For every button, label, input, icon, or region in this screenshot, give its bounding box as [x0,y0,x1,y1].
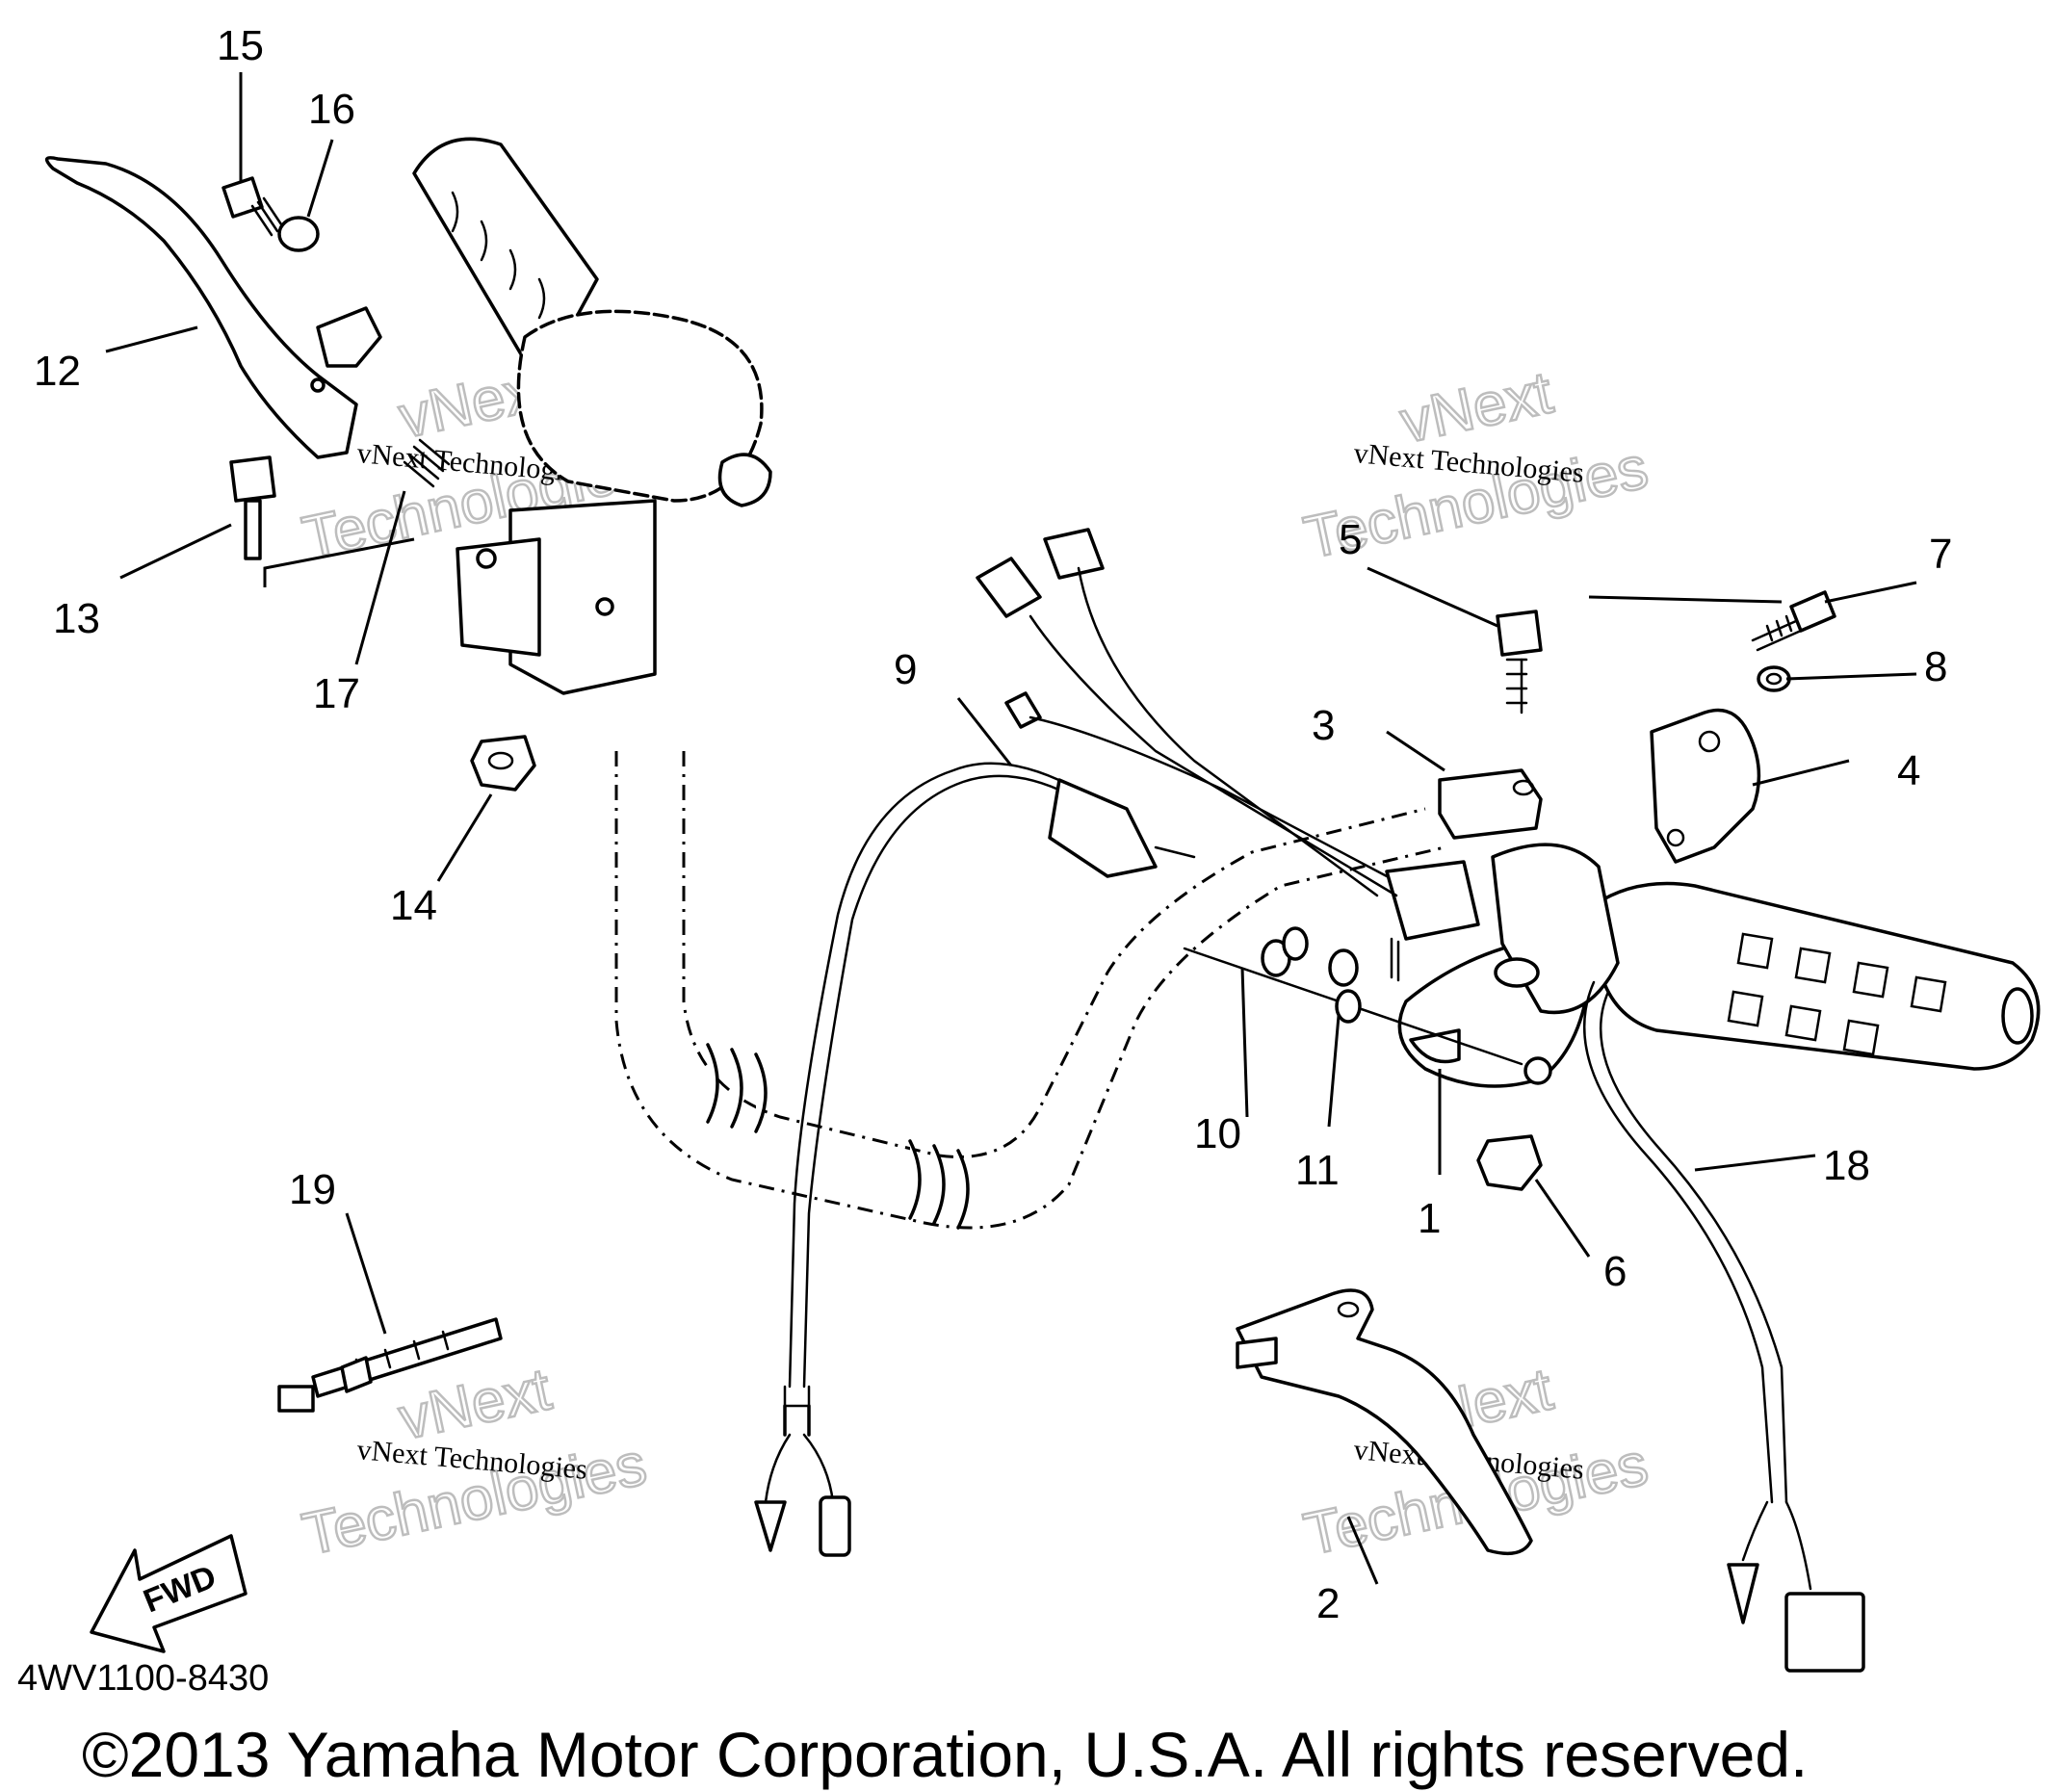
callout-8: 8 [1924,643,1947,690]
switch-3 [1438,768,1543,840]
callout-18: 18 [1823,1142,1870,1189]
callout-12: 12 [34,348,81,395]
callout-7: 7 [1929,531,1952,578]
bolt-13 [229,455,276,560]
screw-7 [1751,590,1836,652]
drawing-code: 4WV1100-8430 [17,1658,269,1699]
left-master-cylinder [456,309,772,695]
handlebar-band-left [706,1043,768,1133]
right-grip [1591,881,2041,1071]
callout-2: 2 [1316,1580,1340,1627]
cable-18 [1582,980,1865,1673]
wire-connectors [976,528,1398,897]
callout-numbers: 15 16 12 13 17 14 9 3 5 7 8 4 10 11 1 6 … [34,22,1952,1627]
callout-11: 11 [1295,1147,1340,1194]
handlebar-band-right [908,1139,970,1230]
nut-6 [1476,1134,1543,1191]
callout-15: 15 [217,22,264,69]
fwd-arrow-icon: FWD [90,1534,247,1653]
callout-6: 6 [1603,1248,1627,1295]
nut-14 [470,735,536,792]
bracket-near-switch [1385,860,1480,982]
cover-4 [1650,708,1761,864]
svg-text:vNext: vNext [1395,359,1558,455]
callout-4: 4 [1897,747,1920,794]
left-lever-12 [44,156,382,459]
callout-14: 14 [390,882,437,929]
cable-9 [754,762,1196,1557]
callout-9: 9 [894,646,917,693]
washer-8 [1757,665,1791,692]
callout-17: 17 [313,670,360,717]
callout-10: 10 [1194,1110,1241,1157]
callout-16: 16 [308,86,355,133]
callout-19: 19 [289,1166,336,1213]
right-lever-2 [1236,1288,1533,1556]
callout-3: 3 [1312,702,1335,749]
copyright-notice: ©2013 Yamaha Motor Corporation, U.S.A. A… [82,1719,1808,1790]
adjuster-11 [1328,948,1362,1024]
throttle-housing-1 [1397,843,1620,1088]
handlebar [614,751,1445,1230]
collar-16 [277,216,320,252]
callout-1: 1 [1418,1195,1441,1242]
cable-tie-19 [277,1317,503,1413]
callout-5: 5 [1339,516,1362,563]
callout-13: 13 [53,595,100,642]
bolt-15 [221,176,285,237]
adjuster-10 [1261,926,1309,977]
leader-lines [105,72,1917,1585]
bolt-5 [1496,610,1543,714]
spring-17 [403,438,451,488]
